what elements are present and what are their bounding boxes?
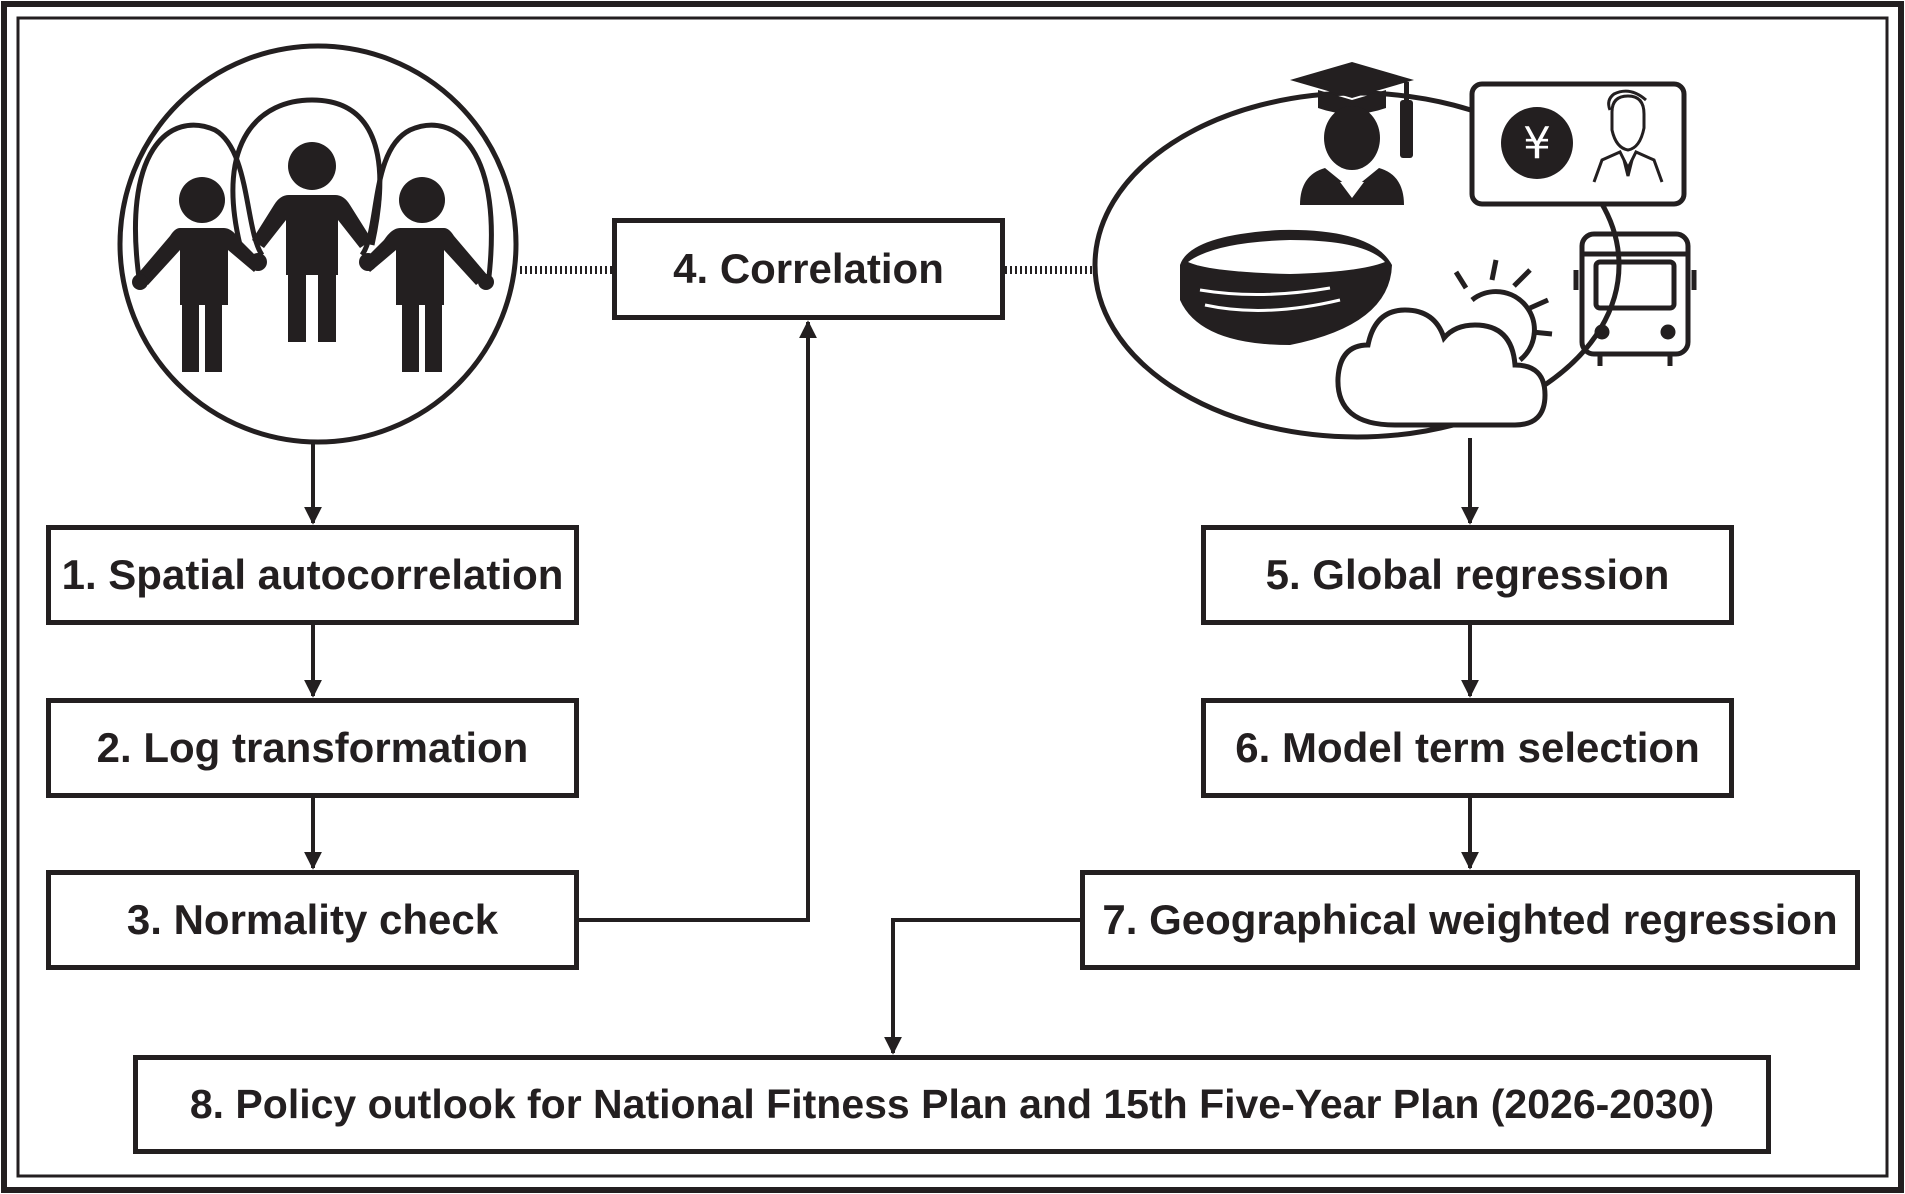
step-5-label: 5. Global regression [1265,551,1670,598]
yuan-coin-icon [1501,107,1573,179]
step-3-box: 3. Normality check [46,870,579,970]
step-4-box: 4. Correlation [612,218,1005,320]
step-7-label: 7. Geographical weighted regression [1102,896,1838,943]
graduate-icon [1290,62,1414,205]
step-2-box: 2. Log transformation [46,698,579,798]
step-1-box: 1. Spatial autocorrelation [46,525,579,625]
step-5-box: 5. Global regression [1201,525,1734,625]
step-3-label: 3. Normality check [126,896,499,943]
jump-rope-people-icon [132,97,494,372]
income-card-icon: ¥ [1469,81,1687,207]
step-8-label: 8. Policy outlook for National Fitness P… [189,1081,1715,1127]
inner-border [16,16,1889,1178]
step-8-box: 8. Policy outlook for National Fitness P… [133,1055,1771,1154]
businessman-icon [1592,89,1664,183]
yuan-symbol: ¥ [1523,118,1551,169]
step-1-label: 1. Spatial autocorrelation [61,551,564,598]
step-2-label: 2. Log transformation [96,724,529,771]
step-6-box: 6. Model term selection [1201,698,1734,798]
partly-cloudy-weather-icon [1335,259,1553,428]
bus-icon [1573,231,1697,366]
step-6-label: 6. Model term selection [1235,724,1700,771]
jump-rope-people-group [117,43,519,445]
arrow-step7-to-step8 [884,918,1080,1055]
stadium-icon [1180,229,1392,345]
step-7-box: 7. Geographical weighted regression [1080,870,1860,970]
arrow-step3-to-step4 [579,320,817,922]
factors-group: ¥ [1092,62,1697,440]
step-4-label: 4. Correlation [673,245,944,292]
